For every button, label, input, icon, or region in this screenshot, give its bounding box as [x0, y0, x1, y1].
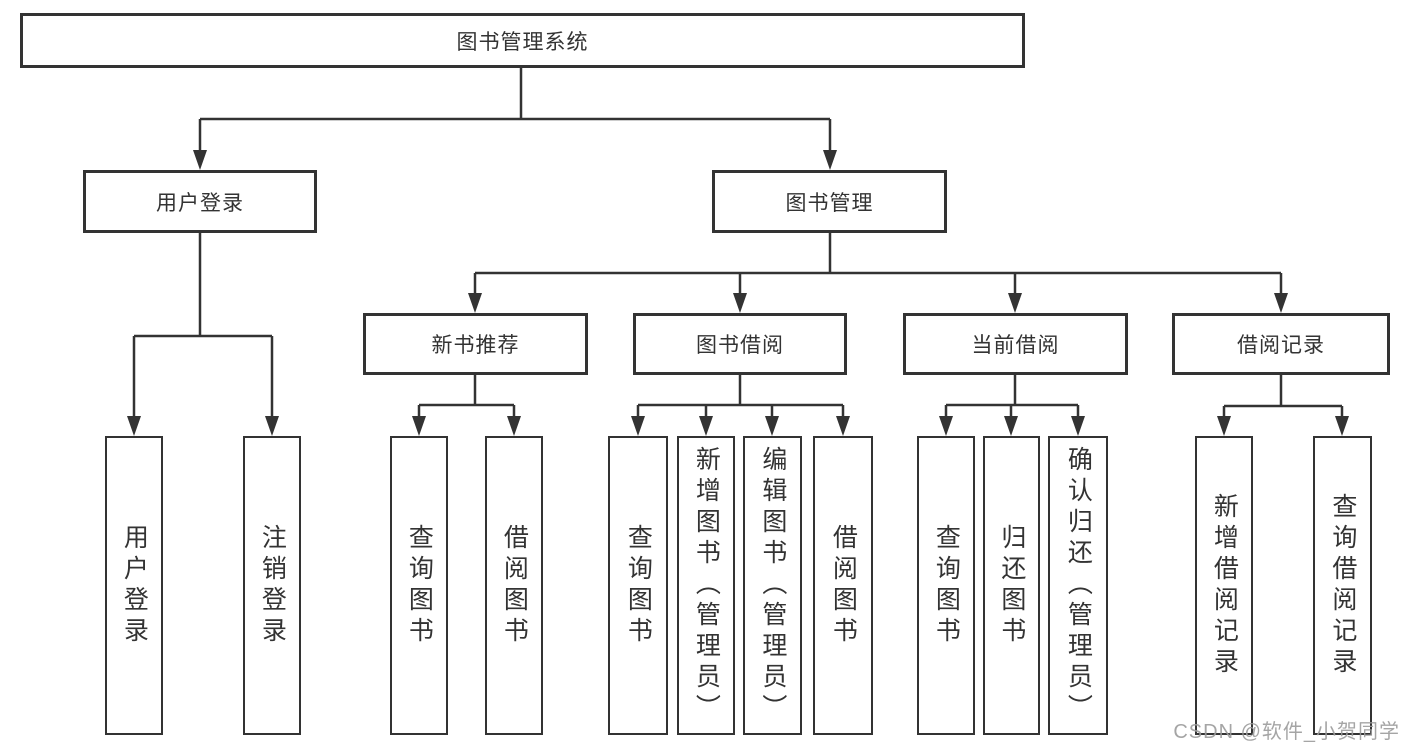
leaf-borrow-add-book-admin: 新增图书（管理员）	[677, 436, 735, 735]
leaf-current-return-book: 归还图书	[983, 436, 1040, 735]
node-library-system: 图书管理系统	[20, 13, 1025, 68]
leaf-borrow-borrow-book: 借阅图书	[813, 436, 873, 735]
leaf-recommend-borrow-book-label: 借阅图书	[500, 523, 529, 648]
node-book-borrow-label: 图书借阅	[696, 334, 784, 357]
node-book-management: 图书管理	[712, 170, 947, 233]
leaf-borrow-edit-book-admin-label: 编辑图书（管理员）	[758, 446, 787, 725]
leaf-current-confirm-return-admin: 确认归还（管理员）	[1048, 436, 1108, 735]
leaf-recommend-query-book-label: 查询图书	[405, 523, 434, 648]
leaf-current-return-book-label: 归还图书	[997, 523, 1026, 648]
leaf-borrow-edit-book-admin: 编辑图书（管理员）	[743, 436, 802, 735]
leaf-borrow-query-book-label: 查询图书	[624, 523, 653, 648]
arrowheads	[127, 150, 1349, 436]
leaf-recommend-borrow-book: 借阅图书	[485, 436, 543, 735]
node-borrow-records-label: 借阅记录	[1237, 334, 1325, 357]
node-user-login: 用户登录	[83, 170, 317, 233]
watermark-text: CSDN @软件_小贺同学	[1173, 721, 1400, 743]
leaf-records-query-record-label: 查询借阅记录	[1328, 492, 1357, 679]
leaf-recommend-query-book: 查询图书	[390, 436, 448, 735]
node-library-system-label: 图书管理系统	[456, 30, 589, 54]
node-borrow-records: 借阅记录	[1172, 313, 1390, 375]
leaf-records-add-record-label: 新增借阅记录	[1210, 492, 1239, 679]
leaf-records-add-record: 新增借阅记录	[1195, 436, 1253, 735]
leaf-records-query-record: 查询借阅记录	[1313, 436, 1372, 735]
leaf-current-query-book: 查询图书	[917, 436, 975, 735]
leaf-borrow-borrow-book-label: 借阅图书	[829, 523, 858, 648]
node-user-login-label: 用户登录	[156, 191, 244, 215]
node-current-borrow-label: 当前借阅	[971, 334, 1060, 357]
leaf-user-login-label: 用户登录	[120, 523, 149, 648]
leaf-logout: 注销登录	[243, 436, 301, 735]
node-current-borrow: 当前借阅	[903, 313, 1128, 375]
node-new-book-recommend: 新书推荐	[363, 313, 588, 375]
node-book-borrow: 图书借阅	[633, 313, 847, 375]
node-new-book-recommend-label: 新书推荐	[431, 334, 520, 357]
leaf-borrow-query-book: 查询图书	[608, 436, 668, 735]
leaf-current-confirm-return-admin-label: 确认归还（管理员）	[1064, 446, 1093, 725]
leaf-current-query-book-label: 查询图书	[932, 523, 961, 648]
watermark: CSDN @软件_小贺同学	[1173, 715, 1400, 744]
leaf-user-login: 用户登录	[105, 436, 163, 735]
leaf-logout-label: 注销登录	[258, 523, 287, 648]
leaf-borrow-add-book-admin-label: 新增图书（管理员）	[692, 446, 721, 725]
node-book-management-label: 图书管理	[785, 191, 874, 215]
